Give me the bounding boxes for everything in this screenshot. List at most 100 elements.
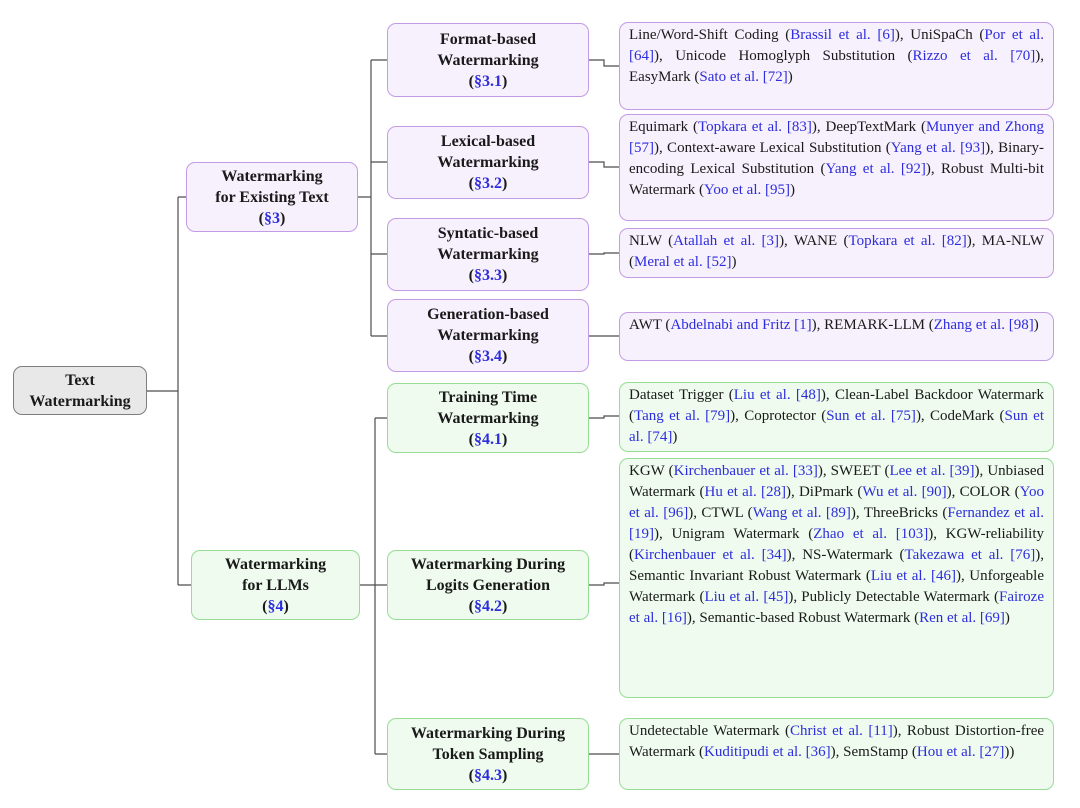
text-segment: ), DeepTextMark ( (811, 119, 926, 135)
ref-link[interactable]: Wu et al. [90] (862, 484, 947, 500)
text-segment: ), MA-NLW ( (629, 233, 1044, 270)
ref-link[interactable]: §3.2 (474, 175, 502, 192)
ref-link[interactable]: §3.1 (474, 72, 502, 90)
node-generation-based: Generation-based Watermarking (§3.4) (387, 299, 589, 372)
ref-link[interactable]: Fernandez et al. [19] (629, 505, 1045, 542)
ref-link[interactable]: Christ et al. [11] (789, 723, 893, 739)
ref-link[interactable]: §4.1 (474, 430, 502, 448)
text-segment: ), Robust Distortion-free Watermark ( (629, 723, 1045, 760)
ref-link[interactable]: Kirchenbauer et al. [34] (634, 547, 787, 563)
ref-link[interactable]: Zhao et al. [103] (813, 526, 929, 542)
node-title: Text Watermarking (29, 371, 131, 410)
text-segment: ( (468, 267, 474, 284)
ref-link[interactable]: Munyer and Zhong [57] (629, 119, 1044, 156)
ref-link[interactable]: Takezawa et al. [76] (904, 547, 1036, 563)
ref-link[interactable]: Atallah et al. [3] (673, 233, 780, 249)
text-segment: ) (787, 69, 793, 85)
text-segment: ) (731, 254, 737, 270)
section-ref: (§4.2) (392, 596, 584, 617)
text-segment: ), Clean-Label Backdoor Watermark ( (629, 387, 1044, 424)
ref-link[interactable]: Hou et al. [27] (916, 744, 1005, 760)
text-segment: ) (789, 182, 795, 198)
text-segment: ), UniSpaCh ( (894, 27, 985, 43)
ref-link[interactable]: Sun et al. [75] (826, 408, 916, 424)
ref-link[interactable]: Sato et al. [72] (699, 69, 788, 85)
text-segment: KGW ( (629, 463, 674, 479)
text-segment: Equimark ( (629, 119, 699, 135)
ref-link[interactable]: Wang et al. [89] (752, 505, 851, 521)
ref-link[interactable]: Rizzo et al. [70] (912, 48, 1036, 64)
ref-link[interactable]: §3.4 (474, 348, 502, 365)
ref-link[interactable]: Kirchenbauer et al. [33] (673, 463, 818, 479)
text-segment: ), Semantic Invariant Robust Watermark ( (629, 547, 1044, 584)
ref-link[interactable]: Topkara et al. [82] (848, 233, 967, 249)
text-segment: ), Context-aware Lexical Substitution ( (654, 140, 891, 156)
text-segment: ), CodeMark ( (915, 408, 1005, 424)
ref-link[interactable]: Yoo et al. [95] (704, 182, 790, 198)
text-segment: ), Binary-encoding Lexical Substitution … (629, 140, 1044, 177)
ref-link[interactable]: Ren et al. [69] (919, 610, 1005, 626)
text-segment: ), Unigram Watermark ( (654, 526, 814, 542)
node-title: Watermarking for Existing Text (215, 167, 329, 206)
node-title: Watermarking During Token Sampling (410, 724, 566, 763)
ref-link[interactable]: §3 (264, 209, 280, 227)
text-segment: ), ThreeBricks ( (850, 505, 948, 521)
text-segment: ), Unicode Homoglyph Substitution ( (654, 48, 913, 64)
text-segment: ), Publicly Detectable Watermark ( (788, 589, 1000, 605)
text-segment: ), Unforgeable Watermark ( (629, 568, 1044, 605)
ref-link[interactable]: §4.3 (474, 766, 502, 784)
ref-link[interactable]: Liu et al. [46] (870, 568, 956, 584)
text-segment: ( (262, 597, 268, 615)
ref-link[interactable]: Yang et al. [92] (825, 161, 926, 177)
text-segment: ), KGW-reliability ( (629, 526, 1044, 563)
text-segment: ), REMARK-LLM ( (811, 317, 934, 333)
ref-link[interactable]: §4.2 (474, 597, 502, 615)
text-segment: Line/Word-Shift Coding ( (629, 27, 791, 43)
text-segment: ) (502, 597, 508, 615)
text-segment: ), SemStamp ( (830, 744, 917, 760)
ref-link[interactable]: Brassil et al. [6] (790, 27, 895, 43)
ref-link[interactable]: Abdelnabi and Fritz [1] (670, 317, 812, 333)
section-ref: (§3.1) (392, 71, 584, 92)
leaf-generation-based-methods: AWT (Abdelnabi and Fritz [1]), REMARK-LL… (619, 312, 1054, 361)
ref-link[interactable]: Yoo et al. [96] (629, 484, 1045, 521)
node-title: Training Time Watermarking (437, 388, 539, 427)
text-segment: ( (468, 348, 474, 365)
text-segment: ) (502, 430, 508, 448)
text-segment: Dataset Trigger ( (629, 387, 734, 403)
text-segment: ), NS-Watermark ( (786, 547, 905, 563)
section-ref: (§3.3) (392, 265, 584, 286)
ref-link[interactable]: §3.3 (474, 267, 502, 284)
ref-link[interactable]: Meral et al. [52] (634, 254, 732, 270)
node-training-time: Training Time Watermarking (§4.1) (387, 383, 589, 453)
ref-link[interactable]: Yang et al. [93] (890, 140, 986, 156)
text-segment: ) (502, 267, 508, 284)
text-segment: ), EasyMark ( (629, 48, 1044, 85)
text-segment: ) (280, 209, 286, 227)
ref-link[interactable]: §4 (267, 597, 284, 615)
leaf-logits-generation-methods: KGW (Kirchenbauer et al. [33]), SWEET (L… (619, 458, 1054, 698)
text-segment: ), WANE ( (779, 233, 849, 249)
ref-link[interactable]: Liu et al. [48] (733, 387, 821, 403)
section-ref: (§3.4) (392, 346, 584, 367)
ref-link[interactable]: Tang et al. [79] (634, 408, 731, 424)
text-segment: ) (502, 175, 508, 192)
text-segment: )) (1004, 744, 1015, 760)
text-segment: ), SWEET ( (817, 463, 890, 479)
text-segment: ( (468, 430, 474, 448)
section-ref: (§3.2) (392, 173, 584, 194)
ref-link[interactable]: Liu et al. [45] (704, 589, 789, 605)
ref-link[interactable]: Topkara et al. [83] (698, 119, 812, 135)
ref-link[interactable]: Sun et al. [74] (629, 408, 1044, 445)
text-segment: ), Semantic-based Robust Watermark ( (686, 610, 920, 626)
ref-link[interactable]: Lee et al. [39] (889, 463, 975, 479)
ref-link[interactable]: Zhang et al. [98] (933, 317, 1034, 333)
ref-link[interactable]: Kuditipudi et al. [36] (704, 744, 831, 760)
leaf-syntatic-based-methods: NLW (Atallah et al. [3]), WANE (Topkara … (619, 228, 1054, 278)
text-segment: ( (468, 175, 474, 192)
ref-link[interactable]: Hu et al. [28] (704, 484, 786, 500)
ref-link[interactable]: Por et al. [64] (629, 27, 1044, 64)
text-segment: ) (502, 348, 508, 365)
ref-link[interactable]: Fairoze et al. [16] (629, 589, 1044, 626)
text-segment: ), DiPmark ( (785, 484, 863, 500)
